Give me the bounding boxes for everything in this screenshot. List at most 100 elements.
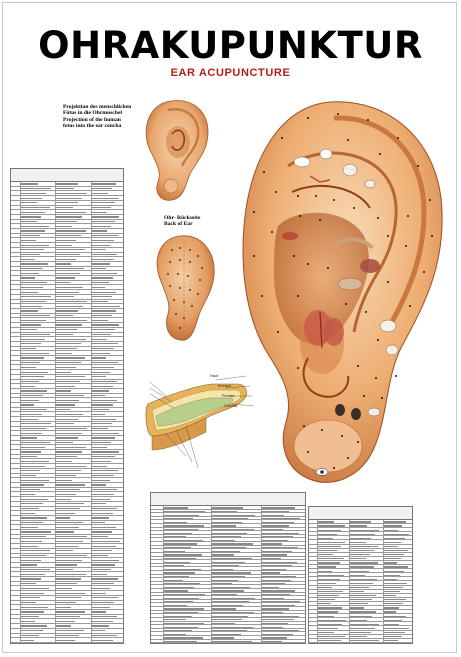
table-row <box>11 558 123 563</box>
table-cell <box>55 435 93 440</box>
table-cell <box>261 640 305 643</box>
cell-text-line <box>350 619 368 621</box>
table-cell <box>55 341 93 346</box>
table-cell <box>309 544 319 548</box>
table-cell <box>11 605 21 609</box>
table-cell <box>92 238 123 242</box>
table-cell <box>55 445 93 450</box>
table-row <box>309 577 412 582</box>
table-cell <box>151 542 165 545</box>
table-cell <box>318 614 351 618</box>
table-cell <box>92 441 123 445</box>
table-cell <box>20 308 56 313</box>
cell-text-line <box>261 637 288 639</box>
table-cell <box>11 266 21 271</box>
cell-text-line <box>55 390 71 392</box>
cell-text-line <box>211 622 236 625</box>
table-cell <box>318 548 351 552</box>
cell-text-line <box>211 579 239 581</box>
cell-text-line <box>55 376 85 378</box>
table-cell <box>20 534 56 539</box>
cell-text-line <box>211 539 235 542</box>
cell-text-line <box>20 536 47 538</box>
table-cell <box>20 294 56 299</box>
table-cell <box>11 586 21 591</box>
table-cell <box>164 531 212 534</box>
table-cell <box>55 271 93 276</box>
table-cell <box>55 511 93 515</box>
table-cell <box>20 591 56 595</box>
cell-text-line <box>92 578 119 580</box>
table-row <box>309 581 412 586</box>
table-cell <box>92 328 123 332</box>
table-row <box>11 633 123 639</box>
table-row <box>151 614 305 618</box>
table-cell <box>318 552 351 556</box>
table-cell <box>261 524 305 527</box>
table-cell <box>164 545 212 549</box>
table-cell <box>211 520 262 524</box>
table-cell <box>92 304 123 308</box>
table-cell <box>20 492 56 497</box>
cell-text-line <box>92 413 105 416</box>
table-cell <box>92 182 123 186</box>
table-cell <box>318 626 351 630</box>
cell-text-line <box>20 197 42 199</box>
table-row <box>151 520 305 525</box>
table-row <box>309 589 412 594</box>
table-cell <box>55 313 93 318</box>
cell-text-line <box>55 348 77 350</box>
cell-text-line <box>92 282 109 284</box>
table-cell <box>20 290 56 294</box>
table-cell <box>55 276 93 280</box>
cell-text-line <box>55 634 80 637</box>
table-cell <box>55 182 93 186</box>
table-cell <box>211 513 262 516</box>
table-cell <box>55 290 93 294</box>
table-cell <box>20 304 56 308</box>
cell-text-line <box>350 574 365 576</box>
table-row <box>11 492 123 498</box>
table-cell <box>20 200 56 205</box>
table-cell <box>92 187 123 191</box>
table-cell <box>11 308 21 313</box>
table-cell <box>350 565 385 569</box>
cell-text-line <box>384 525 402 527</box>
table-cell <box>20 233 56 238</box>
table-cell <box>55 214 93 219</box>
table-cell <box>151 621 165 625</box>
table-cell <box>318 630 351 634</box>
table-row <box>309 593 412 598</box>
table-cell <box>384 561 412 564</box>
cell-text-line <box>92 639 113 641</box>
table-cell <box>20 252 56 257</box>
cell-text-line <box>92 310 116 312</box>
table-cell <box>384 532 412 535</box>
cell-text-line <box>20 225 50 227</box>
table-cell <box>151 614 165 617</box>
table-cell <box>350 548 385 552</box>
table-cell <box>11 360 21 365</box>
cell-text-line <box>20 333 50 336</box>
table-cell <box>164 534 212 538</box>
table-cell <box>11 219 21 224</box>
table-cell <box>261 614 305 617</box>
cell-text-line <box>350 590 365 593</box>
table-row <box>151 607 305 611</box>
cell-text-line <box>164 604 188 607</box>
table-cell <box>92 591 123 595</box>
table-row <box>11 191 123 197</box>
table-cell <box>384 614 412 617</box>
cell-text-line <box>318 607 343 609</box>
table-cell <box>20 403 56 407</box>
table-cell <box>55 577 93 581</box>
cell-text-line <box>92 554 108 557</box>
cell-text-line <box>261 601 301 603</box>
cell-text-line <box>20 221 37 223</box>
table-cell <box>92 615 123 619</box>
cell-text-line <box>164 633 186 635</box>
table-cell <box>309 556 319 560</box>
cell-text-line <box>92 225 111 227</box>
cell-text-line <box>20 352 49 354</box>
table-cell <box>20 426 56 431</box>
